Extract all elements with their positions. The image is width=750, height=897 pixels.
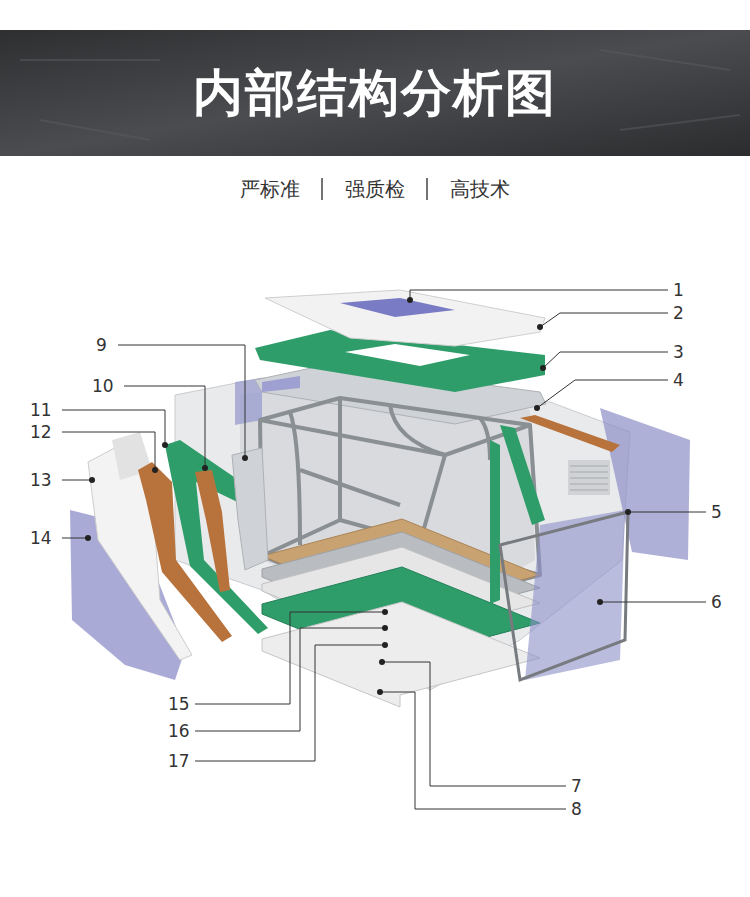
skylight xyxy=(340,298,455,317)
callout-number: 15 xyxy=(168,694,190,714)
callout-number: 6 xyxy=(711,592,722,612)
page-title: 内部结构分析图 xyxy=(193,63,557,123)
side-insulation xyxy=(165,440,268,634)
callout-number: 8 xyxy=(571,799,582,819)
separator xyxy=(426,178,428,200)
side-insulation xyxy=(500,425,545,525)
callout-number: 5 xyxy=(711,502,722,522)
callout-number: 1 xyxy=(673,280,684,300)
callout-number: 14 xyxy=(30,528,52,548)
roof-panel xyxy=(265,290,545,346)
callout-number: 16 xyxy=(168,721,190,741)
roof-glass xyxy=(262,376,300,392)
slogan: 高技术 xyxy=(450,177,510,201)
callout-number: 17 xyxy=(168,751,190,771)
side-insulation xyxy=(490,440,500,604)
vapor-layer xyxy=(195,470,230,592)
vent-slats xyxy=(570,466,608,490)
callout-number: 13 xyxy=(30,470,52,490)
title-banner xyxy=(0,30,750,156)
vent xyxy=(568,460,610,495)
vapor-layer xyxy=(520,415,620,452)
inner-frame xyxy=(232,448,268,570)
roof-opening xyxy=(345,344,470,366)
callout-number: 11 xyxy=(30,400,52,420)
banner-texture xyxy=(20,50,740,140)
door-frame xyxy=(500,512,628,680)
callout-number: 10 xyxy=(92,376,114,396)
leader-dots xyxy=(85,297,631,695)
callout-number: 4 xyxy=(673,370,684,390)
slogan: 严标准 xyxy=(240,177,300,201)
callout-number: 7 xyxy=(571,776,582,796)
callout-number: 2 xyxy=(673,303,684,323)
callout-number: 12 xyxy=(30,422,52,442)
separator xyxy=(321,178,323,200)
slogan: 强质检 xyxy=(345,177,405,201)
callout-number: 9 xyxy=(96,335,107,355)
leader-lines xyxy=(62,290,706,809)
callout-number: 3 xyxy=(673,342,684,362)
floor-base xyxy=(262,602,540,707)
